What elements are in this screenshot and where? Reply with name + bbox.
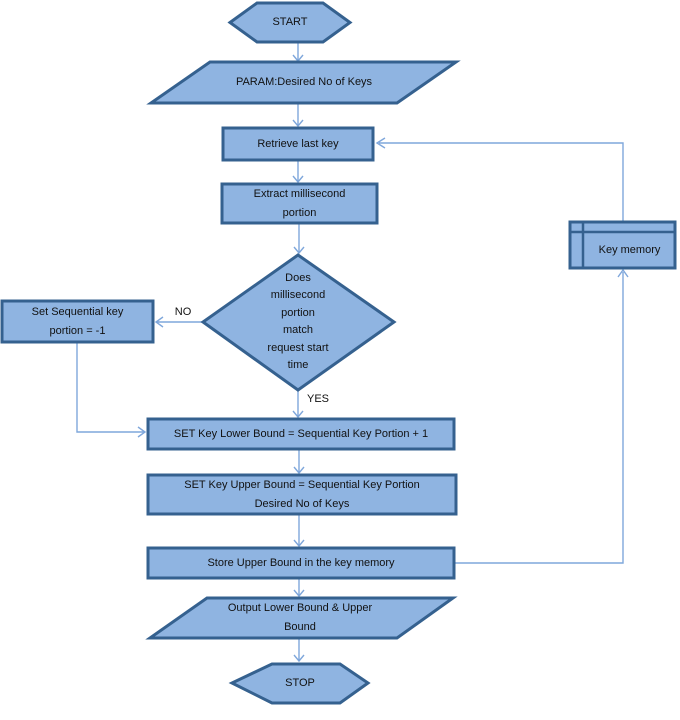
extract-node-shape [220, 182, 379, 225]
key-memory-inner-lines [570, 222, 675, 268]
edge-output-stop [293, 638, 305, 663]
edge-decision-no [154, 316, 203, 328]
lower-bound-node-shape [146, 417, 456, 451]
param-node-shape [146, 60, 461, 105]
edge-lower-upper [293, 449, 305, 475]
edge-setseq-lower [76, 342, 147, 438]
edge-param-retrieve [292, 103, 304, 128]
edge-retrieve-extract [292, 160, 304, 184]
edge-decision-yes [292, 390, 304, 419]
retrieve-node-shape [221, 126, 375, 162]
decision-node-shape [200, 253, 397, 392]
upper-bound-node-shape [146, 473, 458, 516]
output-node-shape [145, 596, 458, 640]
edge-upper-store [293, 514, 305, 548]
edge-store-output [293, 578, 305, 598]
stop-node-shape [228, 662, 371, 705]
flowchart-nodes [0, 1, 677, 705]
store-node-shape [146, 546, 456, 580]
start-node-shape [227, 1, 353, 44]
edge-store-keymemory [454, 268, 629, 564]
set-seq-node-shape [0, 299, 155, 344]
edge-keymemory-retrieve [375, 137, 624, 222]
edge-extract-decision [293, 223, 305, 255]
edge-start-param [292, 42, 304, 63]
flowchart-edges [76, 42, 629, 663]
key-memory-node-shape [568, 220, 677, 270]
